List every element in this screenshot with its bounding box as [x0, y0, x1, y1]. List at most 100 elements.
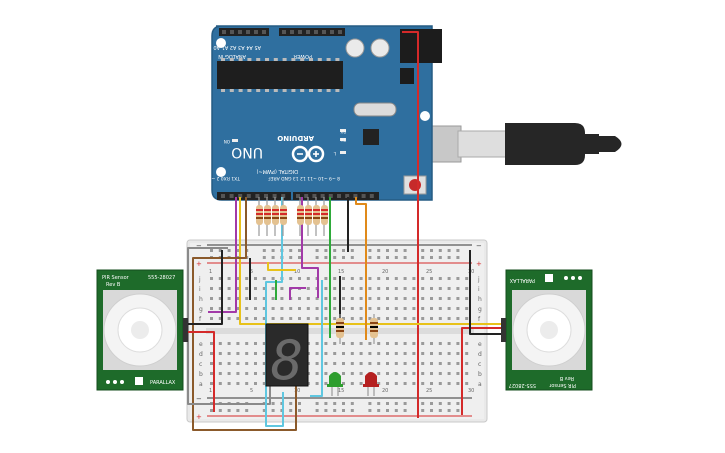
mount-hole — [216, 167, 226, 177]
resistor-band — [305, 213, 312, 215]
breadboard-hole — [236, 342, 240, 345]
breadboard-hole — [368, 277, 372, 280]
rail-hole — [342, 256, 345, 259]
breadboard-hole — [333, 277, 337, 280]
breadboard-hole — [350, 352, 354, 355]
resistor-green-led — [336, 314, 344, 344]
breadboard-hole — [227, 297, 231, 300]
resistor-band — [321, 213, 328, 215]
on-led-label: ON — [224, 139, 230, 144]
breadboard-hole — [324, 372, 328, 375]
header-hole — [337, 194, 341, 198]
resistor-band — [272, 217, 279, 219]
header-hole — [238, 194, 243, 198]
svg-text:+: + — [196, 260, 202, 268]
rail-hole — [342, 402, 345, 405]
svg-text:+: + — [476, 260, 482, 268]
breadboard-hole — [386, 287, 389, 290]
breadboard-hole — [210, 307, 213, 310]
breadboard-hole — [218, 342, 222, 345]
rail-hole — [403, 256, 407, 259]
breadboard-hole — [315, 372, 319, 375]
breadboard-hole — [271, 317, 275, 320]
chip-pin — [247, 58, 252, 61]
reset-button-cap[interactable] — [409, 179, 421, 191]
breadboard-hole — [359, 362, 363, 365]
wire-orange — [355, 197, 367, 340]
led-green — [327, 372, 343, 396]
breadboard-hole — [430, 277, 433, 280]
rail-hole — [298, 402, 301, 405]
svg-text:25: 25 — [426, 388, 432, 394]
breadboard-hole — [394, 342, 398, 345]
breadboard-hole — [359, 317, 363, 320]
wire-purple-segment — [301, 197, 319, 298]
svg-text:5: 5 — [250, 388, 253, 394]
breadboard-hole — [315, 342, 319, 345]
rail-hole — [315, 402, 319, 405]
breadboard-hole — [254, 352, 257, 355]
rail-hole — [447, 409, 451, 412]
chip-pin — [317, 89, 322, 92]
breadboard-hole — [245, 277, 249, 280]
breadboard-hole — [324, 297, 328, 300]
pir-right-brand: PARALLAX — [509, 277, 535, 283]
resistor-band — [305, 217, 312, 219]
digital-pin-labels-high: 8 ~9 ~10 ~11 12 13 GND AREF — [268, 175, 340, 181]
breadboard-hole — [403, 372, 407, 375]
resistor-red-led — [370, 314, 378, 344]
digital-pwm-label: DIGITAL (PWM~) — [256, 168, 298, 174]
resistor-band — [264, 213, 271, 215]
breadboard-hole — [236, 362, 240, 365]
rail-hole — [394, 402, 398, 405]
rail-hole — [377, 249, 381, 252]
svg-text:+: + — [196, 413, 202, 421]
breadboard-hole — [227, 287, 231, 290]
breadboard-hole — [359, 342, 363, 345]
breadboard-hole — [377, 307, 381, 310]
svg-text:h: h — [199, 296, 203, 303]
wire-gray-loop — [187, 247, 271, 405]
breadboard-hole — [421, 297, 425, 300]
breadboard-hole — [262, 372, 266, 375]
breadboard-hole — [394, 307, 398, 310]
breadboard-hole — [447, 362, 451, 365]
rail-hole — [368, 256, 372, 259]
breadboard-hole — [368, 307, 372, 310]
breadboard-hole — [324, 342, 328, 345]
breadboard-hole — [210, 342, 213, 345]
rail-hole — [456, 256, 460, 259]
header-hole — [290, 30, 294, 34]
breadboard-hole — [210, 287, 213, 290]
wire-right-pir-gnd — [469, 250, 505, 335]
breadboard-hole — [289, 307, 293, 310]
rail-hole — [324, 409, 328, 412]
resistor-band — [280, 209, 287, 211]
breadboard-hole — [315, 307, 319, 310]
header-hole — [338, 30, 342, 34]
resistor-band — [264, 209, 271, 211]
breadboard-hole — [430, 287, 433, 290]
rail-hole — [289, 402, 293, 405]
chip-pin — [291, 89, 296, 92]
svg-text:j: j — [198, 276, 201, 283]
chip-pin — [300, 89, 305, 92]
rail-hole — [421, 249, 425, 252]
rail-hole — [342, 409, 345, 412]
breadboard-hole — [324, 277, 328, 280]
rail-hole — [289, 409, 293, 412]
rail-hole — [350, 409, 354, 412]
seven-segment-display: 8 — [265, 323, 309, 392]
power-label: POWER — [293, 53, 312, 59]
breadboard-hole — [254, 297, 257, 300]
breadboard-hole — [218, 297, 222, 300]
header-hole — [262, 30, 266, 34]
breadboard-hole — [350, 372, 354, 375]
breadboard-hole — [245, 362, 249, 365]
resistor-band — [272, 213, 279, 215]
header-hole — [221, 194, 225, 198]
analog-pin-labels: A5 A4 A3 A2 A1 A0 — [213, 44, 261, 50]
breadboard-hole — [465, 372, 469, 375]
pir-left-title: PIR Sensor — [102, 275, 130, 281]
breadboard-hole — [456, 297, 460, 300]
